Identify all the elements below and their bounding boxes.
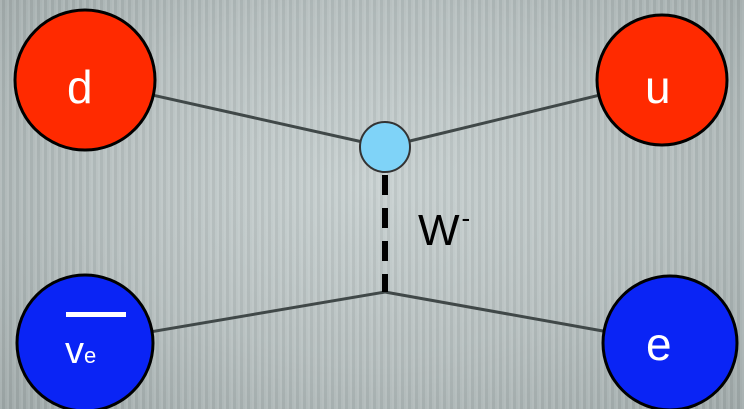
antineutrino-symbol: v (65, 330, 84, 372)
antineutrino-label: ve (65, 332, 96, 370)
down-quark-label: d (67, 61, 93, 113)
electron-circle (601, 274, 739, 409)
electron-label: e (646, 318, 672, 370)
antineutrino-circle (15, 273, 155, 409)
antineutrino-subscript: e (84, 343, 97, 368)
w-boson-symbol: W (418, 206, 460, 255)
up-quark-circle (595, 13, 729, 147)
down-quark-circle (13, 8, 157, 152)
w-boson-charge: - (461, 203, 471, 233)
up-quark-label: u (645, 61, 671, 113)
w-boson-label: W- (418, 205, 470, 253)
interaction-vertex (359, 121, 411, 173)
antiparticle-bar (66, 312, 126, 317)
